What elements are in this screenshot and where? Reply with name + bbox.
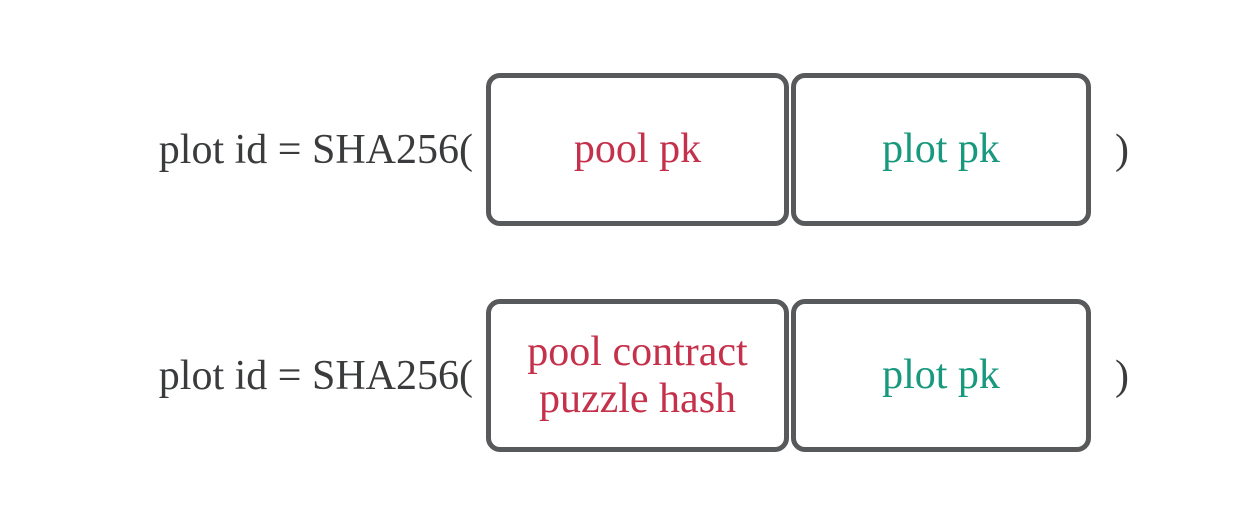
- formula-label: plot id = SHA256(: [158, 352, 473, 399]
- close-paren: ): [1115, 126, 1129, 173]
- pool-pk-box-text: pool pk: [573, 126, 702, 173]
- pool-pk-box: pool pk: [486, 73, 789, 226]
- plot-pk-box: plot pk: [791, 299, 1091, 452]
- plot-pk-box-text: plot pk: [882, 352, 1000, 399]
- plot-pk-box: plot pk: [791, 73, 1091, 226]
- close-paren: ): [1115, 352, 1129, 399]
- formula-row-pool-contract-plot: plot id = SHA256( pool contract puzzle h…: [0, 299, 1238, 452]
- pool-contract-puzzle-hash-box: pool contract puzzle hash: [486, 299, 789, 452]
- plot-pk-box-text: plot pk: [882, 126, 1000, 173]
- formula-label: plot id = SHA256(: [158, 126, 473, 173]
- formula-row-original-plot: plot id = SHA256( pool pk plot pk ): [0, 73, 1238, 226]
- pool-contract-puzzle-hash-box-text: pool contract puzzle hash: [527, 329, 748, 422]
